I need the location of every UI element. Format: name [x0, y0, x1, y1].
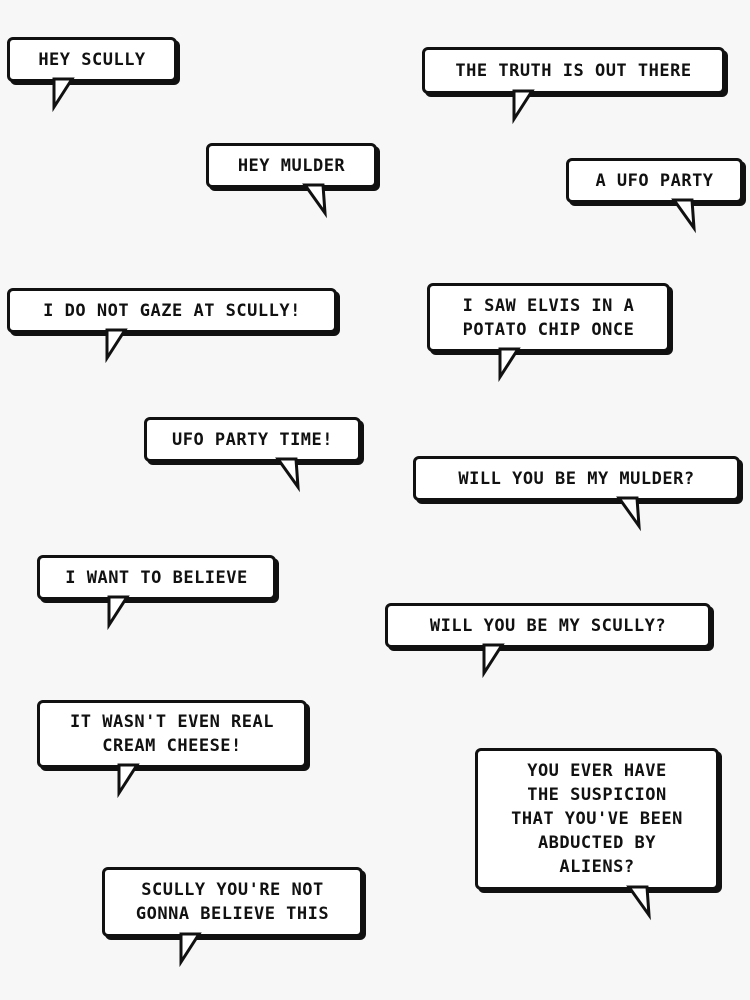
speech-bubble-gaze-at-scully: I DO NOT GAZE AT SCULLY!	[7, 288, 337, 333]
speech-bubble-i-want-to-believe: I WANT TO BELIEVE	[37, 555, 276, 600]
speech-bubble-text: UFO PARTY TIME!	[171, 429, 334, 450]
speech-bubble-ufo-party-time: UFO PARTY TIME!	[144, 417, 361, 462]
speech-bubble-text: HEY MULDER	[237, 155, 346, 176]
speech-bubble-text: A UFO PARTY	[595, 170, 714, 191]
speech-tail	[498, 347, 521, 383]
speech-bubble-text: YOU EVER HAVE THE SUSPICION THAT YOU'VE …	[511, 761, 683, 877]
speech-tail	[105, 328, 128, 364]
speech-tail	[179, 932, 202, 968]
speech-bubble-hey-scully: HEY SCULLY	[7, 37, 177, 82]
speech-bubble-text: I SAW ELVIS IN A POTATO CHIP ONCE	[462, 295, 635, 340]
speech-bubble-text: IT WASN'T EVEN REAL CREAM CHEESE!	[70, 712, 274, 756]
speech-bubble-text: SCULLY YOU'RE NOT GONNA BELIEVE THIS	[135, 880, 330, 924]
speech-bubble-elvis-potato-chip: I SAW ELVIS IN A POTATO CHIP ONCE	[427, 283, 670, 352]
speech-tail	[626, 885, 651, 921]
speech-tail	[52, 77, 75, 113]
speech-bubble-text: THE TRUTH IS OUT THERE	[455, 60, 692, 81]
speech-tail	[302, 183, 327, 219]
speech-tail	[671, 198, 696, 234]
speech-tail	[117, 763, 140, 799]
speech-bubble-abducted-by-aliens: YOU EVER HAVE THE SUSPICION THAT YOU'VE …	[475, 748, 719, 890]
speech-tail	[482, 643, 505, 679]
speech-bubble-be-my-mulder: WILL YOU BE MY MULDER?	[413, 456, 740, 501]
speech-bubble-truth-out-there: THE TRUTH IS OUT THERE	[422, 47, 725, 94]
speech-bubble-real-cream-cheese: IT WASN'T EVEN REAL CREAM CHEESE!	[37, 700, 307, 768]
speech-tail	[275, 457, 300, 493]
speech-bubble-be-my-scully: WILL YOU BE MY SCULLY?	[385, 603, 711, 648]
speech-tail	[616, 496, 641, 532]
speech-bubble-not-gonna-believe: SCULLY YOU'RE NOT GONNA BELIEVE THIS	[102, 867, 363, 937]
speech-bubble-text: HEY SCULLY	[38, 49, 146, 70]
speech-bubble-hey-mulder: HEY MULDER	[206, 143, 377, 188]
speech-tail	[107, 595, 130, 631]
speech-bubble-a-ufo-party: A UFO PARTY	[566, 158, 743, 203]
speech-bubble-text: WILL YOU BE MY MULDER?	[458, 468, 695, 489]
speech-bubble-text: WILL YOU BE MY SCULLY?	[429, 615, 667, 636]
speech-bubble-text: I DO NOT GAZE AT SCULLY!	[43, 300, 301, 321]
speech-bubble-text: I WANT TO BELIEVE	[65, 567, 248, 588]
speech-tail	[512, 89, 535, 125]
